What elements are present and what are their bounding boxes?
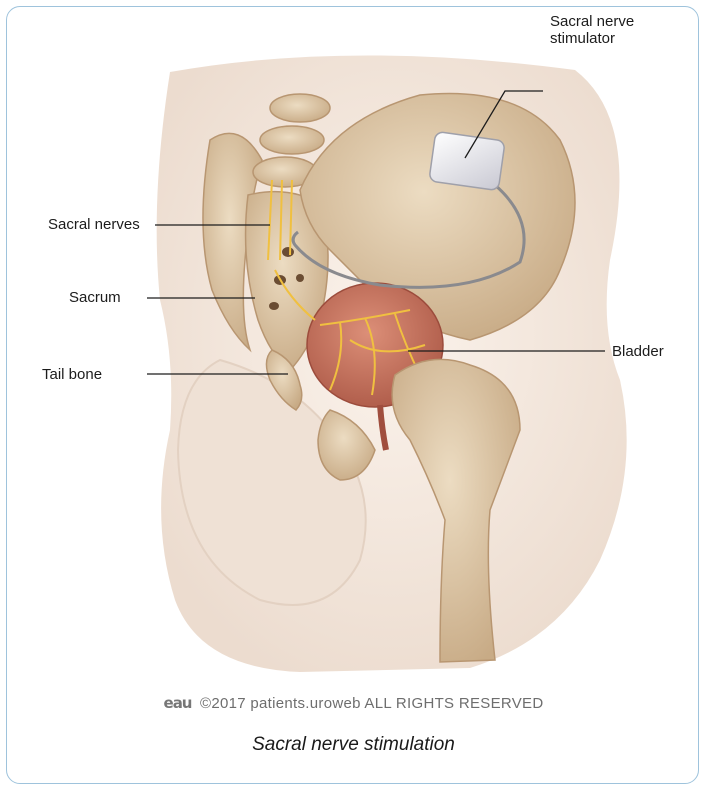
label-sacral-nerve-stimulator: Sacral nerve stimulator	[550, 13, 634, 47]
label-sacral-nerves: Sacral nerves	[48, 216, 140, 233]
pelvis-illustration	[0, 0, 707, 680]
label-tail-bone: Tail bone	[42, 366, 102, 383]
label-stimulator-line1: Sacral nerve	[550, 13, 634, 30]
eau-logo: eau	[164, 694, 192, 712]
copyright-notice: eau ©2017 patients.uroweb ALL RIGHTS RES…	[0, 694, 707, 712]
label-bladder: Bladder	[612, 343, 664, 360]
figure-caption: Sacral nerve stimulation	[0, 734, 707, 756]
label-stimulator-line2: stimulator	[550, 30, 634, 47]
stimulator-device	[429, 131, 505, 190]
copyright-text: ©2017 patients.uroweb ALL RIGHTS RESERVE…	[200, 695, 544, 712]
label-sacrum: Sacrum	[69, 289, 121, 306]
